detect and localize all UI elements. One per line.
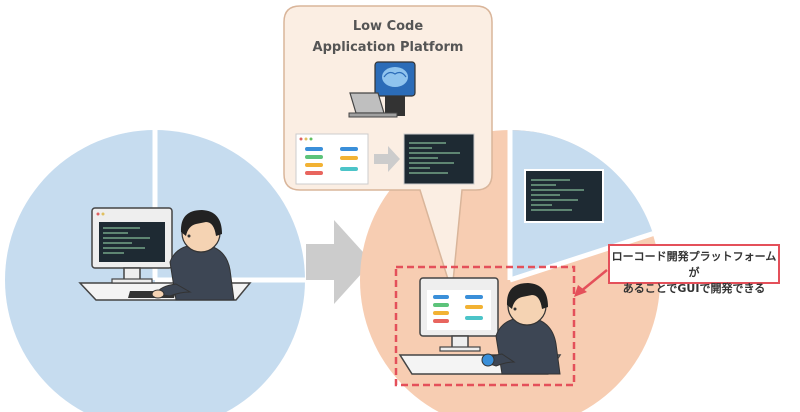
callout-title-line2: Application Platform xyxy=(312,40,464,55)
highlight-box xyxy=(394,265,576,387)
annotation-line2: あることでGUIで開発できる xyxy=(622,282,766,295)
laptop-icon xyxy=(348,92,398,118)
before-pie xyxy=(5,130,305,412)
developer-icon xyxy=(398,277,562,375)
annotation-line1: ローコード開発プラットフォームが xyxy=(611,250,777,279)
ai-robot-icon xyxy=(374,61,416,116)
code-editor-icon xyxy=(403,133,475,185)
arrow-right-icon xyxy=(306,220,372,304)
annotation-box: ローコード開発プラットフォームが あることでGUIで開発できる xyxy=(608,244,780,295)
callout-title: Low Code Application Platform xyxy=(284,16,492,58)
gui-builder-icon xyxy=(295,133,369,185)
developer-icon xyxy=(78,207,252,301)
arrow-right-icon xyxy=(374,146,400,172)
pointer-arrow xyxy=(574,269,608,297)
code-editor-icon xyxy=(524,169,604,223)
callout-title-line1: Low Code xyxy=(352,19,424,34)
